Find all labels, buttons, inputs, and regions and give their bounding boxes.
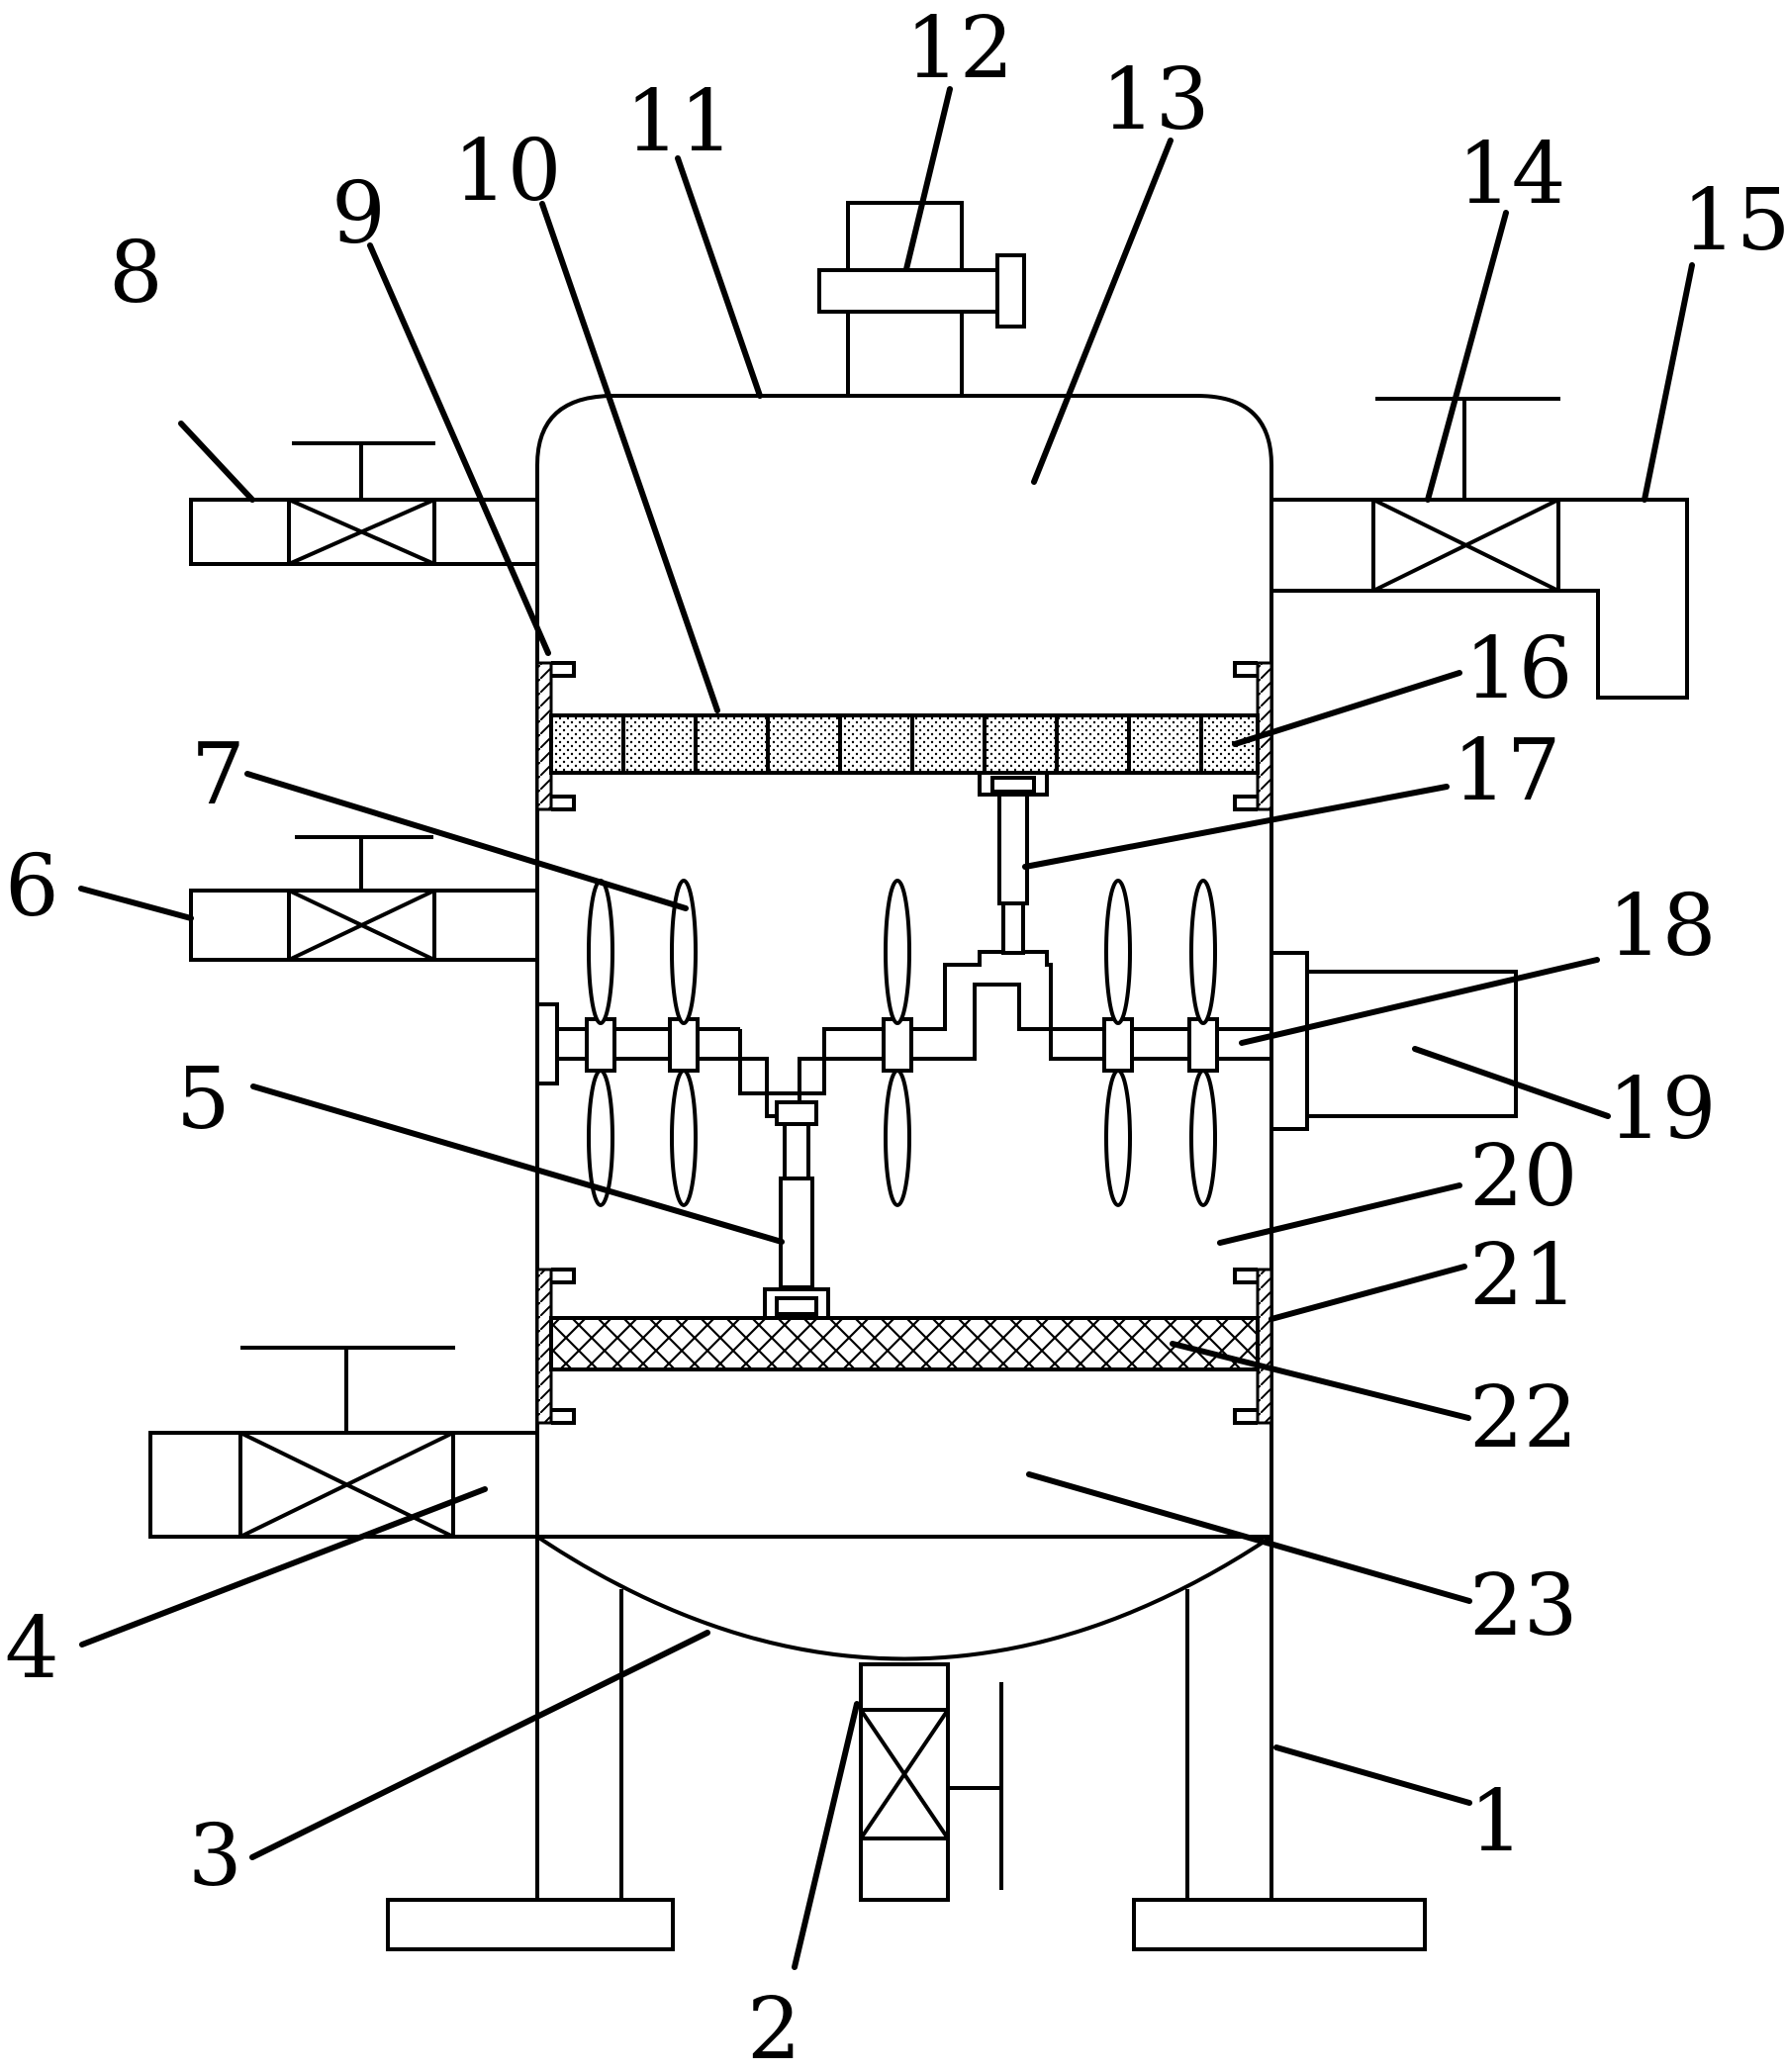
- leader-15: [1642, 262, 1695, 503]
- stirring-blades: [587, 879, 1217, 1207]
- label-12: 12: [905, 0, 1013, 98]
- label-17: 17: [1453, 721, 1560, 820]
- top-motor: [817, 201, 1026, 398]
- label-3: 3: [188, 1807, 242, 1906]
- upper-cylinder: [978, 773, 1049, 955]
- label-14: 14: [1457, 125, 1565, 224]
- leader-8: [178, 421, 255, 503]
- label-23: 23: [1469, 1556, 1577, 1655]
- leader-4: [79, 1486, 488, 1648]
- leader-19: [1412, 1046, 1611, 1119]
- label-4: 4: [5, 1599, 59, 1698]
- leader-lines: [78, 86, 1695, 1970]
- label-21: 21: [1469, 1226, 1577, 1325]
- leader-2: [792, 1701, 860, 1970]
- leader-12: [903, 86, 953, 272]
- label-20: 20: [1469, 1127, 1577, 1226]
- label-19: 19: [1608, 1060, 1716, 1159]
- label-9: 9: [331, 164, 386, 263]
- left-pipe-bottom: [148, 1346, 539, 1539]
- label-13: 13: [1101, 50, 1209, 149]
- upper-filter-plate: [549, 713, 1260, 775]
- label-18: 18: [1608, 877, 1716, 976]
- leader-1: [1273, 1744, 1472, 1806]
- left-pipe-middle: [189, 835, 539, 962]
- leader-14: [1425, 210, 1509, 503]
- label-7: 7: [191, 725, 245, 824]
- label-2: 2: [747, 1980, 801, 2072]
- leader-23: [1026, 1471, 1472, 1604]
- leader-21: [1269, 1264, 1467, 1322]
- leader-18: [1239, 957, 1600, 1046]
- leader-5: [250, 1083, 785, 1245]
- label-15: 15: [1682, 171, 1786, 270]
- leader-16: [1232, 670, 1462, 747]
- label-6: 6: [5, 837, 59, 936]
- label-11: 11: [625, 72, 733, 171]
- leader-6: [78, 886, 194, 921]
- leader-9: [367, 242, 551, 656]
- leader-22: [1170, 1341, 1471, 1421]
- leader-3: [249, 1630, 710, 1860]
- leader-10: [539, 201, 720, 713]
- label-5: 5: [176, 1050, 231, 1149]
- number-labels: 1 2 3 4 5 6 7 8 9 10 11 12 13 14 15 16 1…: [5, 0, 1786, 2072]
- leader-20: [1217, 1182, 1462, 1246]
- bottom-discharge-valve: [859, 1662, 1003, 1902]
- label-10: 10: [453, 122, 561, 221]
- lower-flanges: [535, 1268, 1273, 1425]
- side-motor: [1269, 951, 1518, 1131]
- lower-filter-layer: [549, 1316, 1260, 1371]
- label-22: 22: [1469, 1368, 1577, 1467]
- label-8: 8: [109, 224, 163, 323]
- label-1: 1: [1469, 1772, 1524, 1871]
- upper-flanges: [535, 661, 1273, 811]
- leader-11: [675, 155, 763, 399]
- leader-7: [244, 771, 689, 911]
- left-pipe-top: [189, 441, 539, 566]
- label-16: 16: [1464, 619, 1572, 718]
- leader-17: [1022, 784, 1450, 870]
- right-pipe: [1271, 397, 1689, 700]
- leader-13: [1031, 138, 1174, 485]
- support-legs: [386, 1589, 1427, 1951]
- lower-cylinder: [763, 1100, 830, 1318]
